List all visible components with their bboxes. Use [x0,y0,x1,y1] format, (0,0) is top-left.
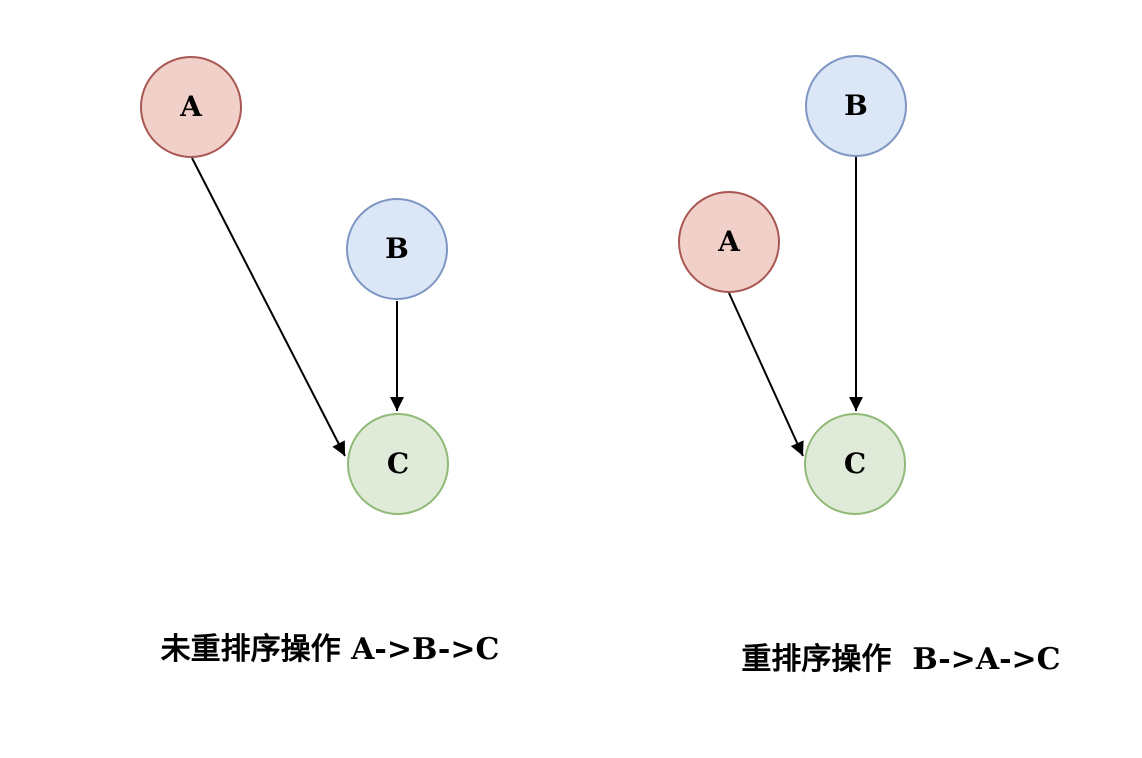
node-left-c: C [347,413,449,515]
edge-left-a-to-c-arrow [191,157,346,457]
node-left-a: A [140,56,242,158]
node-right-c-label: C [843,447,867,480]
node-right-a-label: A [718,225,740,258]
node-right-b: B [805,55,907,157]
right-graph-caption: 重排序操作 B->A->C [741,642,1061,677]
node-right-c: C [804,413,906,515]
node-left-b-label: B [385,232,409,265]
node-left-c-label: C [386,447,410,480]
left-graph-caption: 未重排序操作 A->B->C [160,632,500,667]
node-right-b-label: B [844,89,868,122]
node-right-a: A [678,191,780,293]
edge-right-a-to-c-arrow [728,292,804,457]
node-left-b: B [346,198,448,300]
node-left-a-label: A [180,90,202,123]
